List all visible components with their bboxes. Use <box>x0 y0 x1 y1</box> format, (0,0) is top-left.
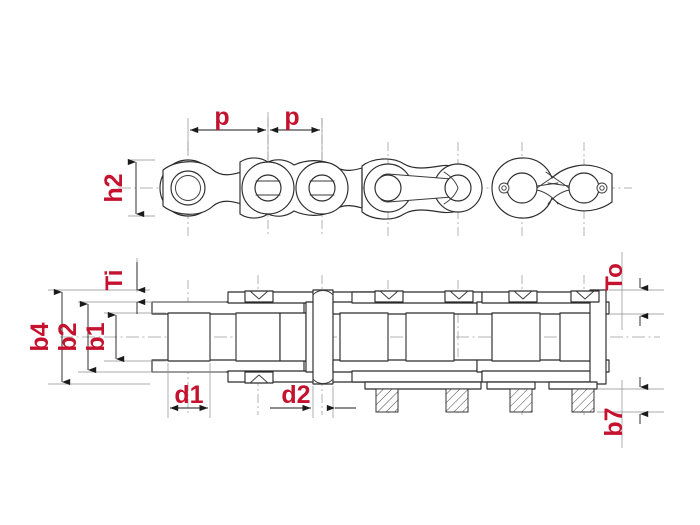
label-To: To <box>601 263 628 291</box>
label-Ti: Ti <box>101 270 128 291</box>
label-b2: b2 <box>54 322 82 351</box>
plan-link-group-3 <box>476 289 610 385</box>
side-link-plate-1 <box>159 159 269 217</box>
pin-head-top-5 <box>570 290 600 303</box>
label-b7: b7 <box>600 407 628 436</box>
roller-5 <box>491 312 541 362</box>
plan-pin-heads-top <box>244 290 600 303</box>
plan-pin-heads-bottom-left <box>244 371 274 384</box>
dimension-b2: b2 <box>54 300 97 374</box>
dimension-plate-height: h2 <box>100 158 155 218</box>
cotter-end-4 <box>571 388 595 413</box>
pin-head-top-4 <box>508 290 538 303</box>
plan-rollers-left <box>167 312 281 362</box>
dimension-b7: b7 <box>597 377 664 448</box>
roller-4 <box>405 312 455 362</box>
label-d1: d1 <box>174 381 203 409</box>
dimension-Ti: Ti <box>101 258 146 314</box>
plan-bushing-section <box>279 301 317 373</box>
roller-2 <box>235 312 281 362</box>
pin-right <box>589 289 607 385</box>
plan-link-group-2 <box>332 291 483 383</box>
plan-view: b4 b2 b1 Ti d1 <box>26 252 664 448</box>
side-offset-link <box>361 158 483 220</box>
side-connecting-link <box>491 157 613 219</box>
dimension-To: To <box>601 252 664 330</box>
pin-head-top-2 <box>374 290 404 303</box>
label-d2: d2 <box>281 381 310 409</box>
pin-head-top-1 <box>244 290 274 303</box>
dimension-d2: d2 <box>270 381 356 418</box>
label-pitch-2: p <box>284 103 299 131</box>
side-view: p p h2 <box>100 103 632 236</box>
cotter-end-1 <box>375 388 399 413</box>
pin-head-top-3 <box>444 290 474 303</box>
dimension-pitch: p p <box>187 103 323 160</box>
pin-head-bottom-1 <box>244 371 274 384</box>
pin-body <box>312 289 334 385</box>
label-pitch-1: p <box>214 103 229 131</box>
dimension-b1: b1 <box>82 311 125 363</box>
cotter-end-3 <box>509 388 533 413</box>
label-b1: b1 <box>82 322 110 351</box>
label-plate-height: h2 <box>100 173 128 202</box>
side-link-plate-2 <box>239 157 363 219</box>
roller-6 <box>559 312 591 362</box>
label-b4: b4 <box>26 322 54 351</box>
dimension-b4: b4 <box>26 288 71 386</box>
plan-pin-center <box>312 289 334 385</box>
roller-3 <box>339 312 389 362</box>
roller-1 <box>167 312 211 362</box>
dimension-d1: d1 <box>167 363 211 418</box>
cotter-end-2 <box>445 388 469 413</box>
plan-cotter-pin-ends <box>364 381 598 413</box>
